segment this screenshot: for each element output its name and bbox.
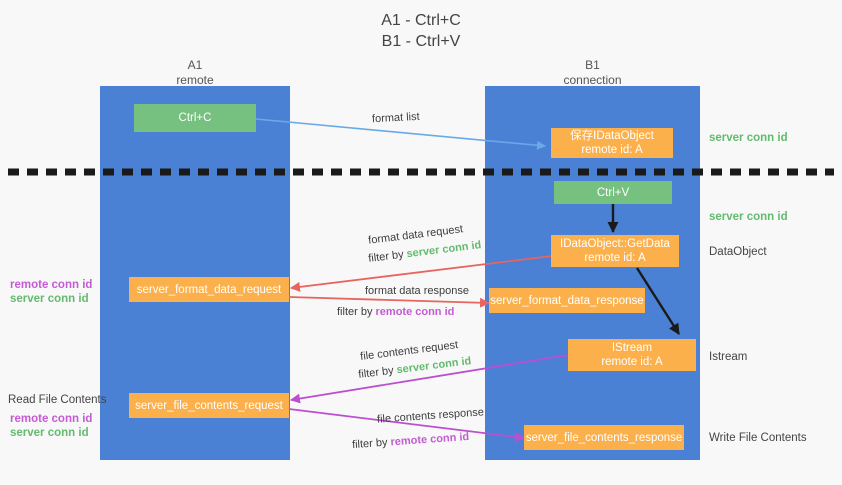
column-header-a1: A1 remote bbox=[100, 58, 290, 88]
box-server-format-data-request-label: server_format_data_request bbox=[136, 283, 282, 296]
right-label-server-conn-id-2: server conn id bbox=[709, 211, 788, 223]
filter-prefix-4: filter by bbox=[351, 436, 391, 452]
box-save-dataobject[interactable]: 保存IDataObject remote id: A bbox=[551, 128, 673, 158]
left-label-read-file-contents: Read File Contents bbox=[8, 394, 107, 406]
edge-label-format-data-response: format data response bbox=[365, 285, 469, 297]
filter-prefix-2: filter by bbox=[337, 306, 376, 318]
right-label-write-file-contents: Write File Contents bbox=[709, 432, 807, 444]
box-ctrl-v[interactable]: Ctrl+V bbox=[554, 181, 672, 204]
box-getdata-line2: remote id: A bbox=[584, 252, 646, 264]
edge-label-file-contents-response: file contents response bbox=[376, 406, 485, 426]
box-server-file-contents-request[interactable]: server_file_contents_request bbox=[129, 393, 289, 418]
edge-label-format-list: format list bbox=[371, 110, 420, 126]
box-istream[interactable]: IStream remote id: A bbox=[568, 339, 696, 371]
column-a1-role: remote bbox=[176, 73, 214, 87]
title-line-1: A1 - Ctrl+C bbox=[381, 12, 461, 29]
box-getdata[interactable]: IDataObject::GetData remote id: A bbox=[551, 235, 679, 267]
filter-prefix-3: filter by bbox=[357, 364, 398, 381]
box-server-file-contents-response[interactable]: server_file_contents_response bbox=[524, 425, 684, 450]
box-getdata-line1: IDataObject::GetData bbox=[560, 238, 670, 250]
box-server-file-contents-response-label: server_file_contents_response bbox=[525, 431, 683, 444]
box-istream-line1: IStream bbox=[611, 342, 653, 354]
box-save-dataobject-line2: remote id: A bbox=[581, 144, 643, 156]
box-istream-line2: remote id: A bbox=[601, 356, 663, 368]
filter-value-2: remote conn id bbox=[375, 306, 455, 318]
box-server-format-data-response[interactable]: server_format_data_response bbox=[489, 288, 645, 313]
edge-label-file-contents-response-filter: filter by remote conn id bbox=[352, 430, 470, 453]
left-label-remote-conn-id-2: remote conn id bbox=[10, 413, 93, 425]
diagram-title: A1 - Ctrl+C B1 - Ctrl+V bbox=[0, 10, 842, 52]
box-ctrl-v-label: Ctrl+V bbox=[596, 186, 630, 199]
right-label-istream: Istream bbox=[709, 351, 748, 363]
filter-prefix-1: filter by bbox=[367, 248, 408, 265]
box-ctrl-c[interactable]: Ctrl+C bbox=[134, 104, 256, 132]
right-label-server-conn-id-1: server conn id bbox=[709, 132, 788, 144]
left-label-remote-conn-id-1: remote conn id bbox=[10, 279, 93, 291]
box-ctrl-c-label: Ctrl+C bbox=[178, 112, 212, 124]
right-label-dataobject: DataObject bbox=[709, 246, 767, 258]
title-line-2: B1 - Ctrl+V bbox=[381, 33, 461, 50]
edge-label-format-data-response-filter: filter by remote conn id bbox=[337, 305, 454, 320]
box-server-file-contents-request-label: server_file_contents_request bbox=[135, 399, 283, 412]
box-server-format-data-request[interactable]: server_format_data_request bbox=[129, 277, 289, 302]
column-b1-role: connection bbox=[563, 73, 622, 87]
left-label-server-conn-id-2: server conn id bbox=[10, 427, 89, 439]
left-label-server-conn-id-1: server conn id bbox=[10, 293, 89, 305]
column-b1-name: B1 bbox=[585, 58, 600, 72]
column-a1-name: A1 bbox=[187, 58, 203, 72]
filter-value-4: remote conn id bbox=[390, 430, 470, 449]
column-header-b1: B1 connection bbox=[485, 58, 700, 88]
box-save-dataobject-line1: 保存IDataObject bbox=[570, 130, 654, 142]
box-server-format-data-response-label: server_format_data_response bbox=[490, 294, 644, 307]
